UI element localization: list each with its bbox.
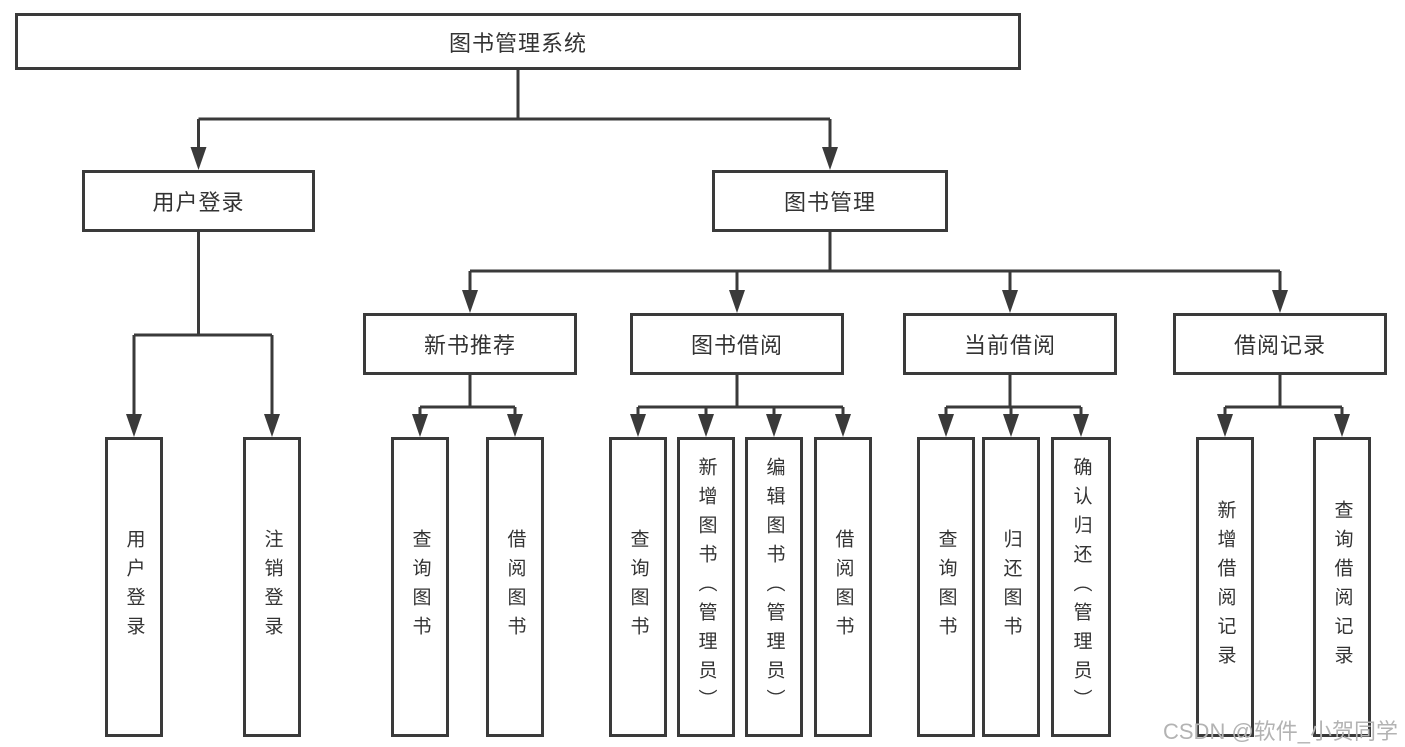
leaf-newbook-borrow-books-label: 借阅图书 bbox=[504, 529, 526, 645]
connector-login-to-leaves bbox=[132, 232, 274, 416]
node-new-book-recommend-label: 新书推荐 bbox=[423, 333, 516, 358]
node-book-management-label: 图书管理 bbox=[783, 190, 876, 215]
arrowhead bbox=[264, 414, 280, 437]
leaf-current-confirm-return-label: 确认归还（管理员） bbox=[1070, 456, 1092, 718]
leaf-logout: 注销登录 bbox=[243, 437, 301, 737]
node-user-login-label: 用户登录 bbox=[152, 190, 245, 215]
leaf-newbook-query-books: 查询图书 bbox=[391, 437, 449, 737]
arrowhead bbox=[1334, 414, 1350, 437]
leaf-records-add-record-label: 新增借阅记录 bbox=[1214, 500, 1236, 674]
leaf-borrow-borrow-books-label: 借阅图书 bbox=[832, 529, 854, 645]
leaf-current-query-books-label: 查询图书 bbox=[935, 529, 957, 645]
node-current-borrow-label: 当前借阅 bbox=[963, 333, 1056, 358]
leaf-current-return-books-label: 归还图书 bbox=[1000, 529, 1022, 645]
node-book-borrow-label: 图书借阅 bbox=[690, 333, 783, 358]
connector-records-to-leaves bbox=[1223, 375, 1344, 416]
arrowhead bbox=[698, 414, 714, 437]
arrowhead bbox=[938, 414, 954, 437]
arrowhead bbox=[1272, 290, 1288, 313]
connector-newbook-to-leaves bbox=[418, 375, 517, 416]
leaf-user-login-label: 用户登录 bbox=[123, 529, 145, 645]
leaf-borrow-add-books: 新增图书（管理员） bbox=[677, 437, 735, 737]
arrowhead bbox=[766, 414, 782, 437]
arrowhead bbox=[1003, 414, 1019, 437]
node-book-borrow: 图书借阅 bbox=[630, 313, 844, 375]
watermark: CSDN @软件_小贺同学 bbox=[1163, 719, 1399, 744]
leaf-current-query-books: 查询图书 bbox=[917, 437, 975, 737]
connector-mgmt-to-level3 bbox=[468, 232, 1282, 293]
node-borrow-records: 借阅记录 bbox=[1173, 313, 1387, 375]
node-user-login: 用户登录 bbox=[82, 170, 315, 232]
leaf-newbook-query-books-label: 查询图书 bbox=[409, 529, 431, 645]
leaf-user-login: 用户登录 bbox=[105, 437, 163, 737]
leaf-borrow-edit-books-label: 编辑图书（管理员） bbox=[763, 456, 785, 718]
node-new-book-recommend: 新书推荐 bbox=[363, 313, 577, 375]
arrowhead bbox=[1073, 414, 1089, 437]
leaf-borrow-borrow-books: 借阅图书 bbox=[814, 437, 872, 737]
arrowhead bbox=[835, 414, 851, 437]
connector-root-to-level2 bbox=[197, 70, 832, 149]
node-root-label: 图书管理系统 bbox=[448, 30, 587, 56]
arrowhead bbox=[630, 414, 646, 437]
connector-current-to-leaves bbox=[944, 375, 1083, 416]
leaf-current-confirm-return: 确认归还（管理员） bbox=[1051, 437, 1111, 737]
node-current-borrow: 当前借阅 bbox=[903, 313, 1117, 375]
leaf-newbook-borrow-books: 借阅图书 bbox=[486, 437, 544, 737]
leaf-logout-label: 注销登录 bbox=[261, 529, 283, 645]
arrowhead bbox=[126, 414, 142, 437]
node-book-management: 图书管理 bbox=[712, 170, 948, 232]
arrowhead bbox=[190, 147, 207, 170]
arrowhead bbox=[507, 414, 523, 437]
leaf-current-return-books: 归还图书 bbox=[982, 437, 1040, 737]
leaf-borrow-query-books-label: 查询图书 bbox=[627, 529, 649, 645]
arrowhead bbox=[729, 290, 745, 313]
leaf-borrow-edit-books: 编辑图书（管理员） bbox=[745, 437, 803, 737]
arrowhead bbox=[1002, 290, 1018, 313]
leaf-records-query-record-label: 查询借阅记录 bbox=[1331, 500, 1353, 674]
arrowhead bbox=[1217, 414, 1233, 437]
arrowhead bbox=[822, 147, 838, 170]
node-root: 图书管理系统 bbox=[15, 13, 1021, 70]
arrowhead bbox=[462, 290, 478, 313]
leaf-borrow-add-books-label: 新增图书（管理员） bbox=[695, 456, 717, 718]
leaf-records-query-record: 查询借阅记录 bbox=[1313, 437, 1371, 737]
arrowhead bbox=[412, 414, 428, 437]
leaf-borrow-query-books: 查询图书 bbox=[609, 437, 667, 737]
node-borrow-records-label: 借阅记录 bbox=[1233, 333, 1326, 358]
connector-borrow-to-leaves bbox=[636, 375, 845, 416]
leaf-records-add-record: 新增借阅记录 bbox=[1196, 437, 1254, 737]
